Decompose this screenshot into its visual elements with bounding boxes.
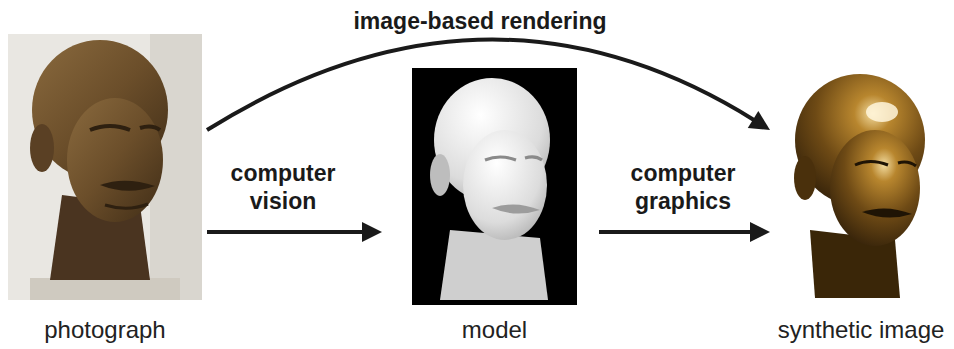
arrow-label: image-based rendering [350,8,609,36]
arrow-label: computer vision [210,160,356,215]
arrow-head [362,222,382,242]
arrow-head [748,111,770,130]
image-caption: synthetic image [776,316,947,346]
image-panel: model [412,66,577,346]
arrow-head [750,222,770,242]
model-render [412,68,577,305]
process-arrow [207,40,770,130]
synthetic-bust [794,74,925,298]
image-caption: photograph [42,316,167,346]
photo-bust [8,34,202,300]
image-panel: synthetic image [772,66,950,346]
process-arrow [207,222,382,242]
image-panel: photograph [5,30,205,346]
process-arrow [599,222,770,242]
arrow-label: computer graphics [610,160,756,215]
image-caption: model [460,316,529,346]
